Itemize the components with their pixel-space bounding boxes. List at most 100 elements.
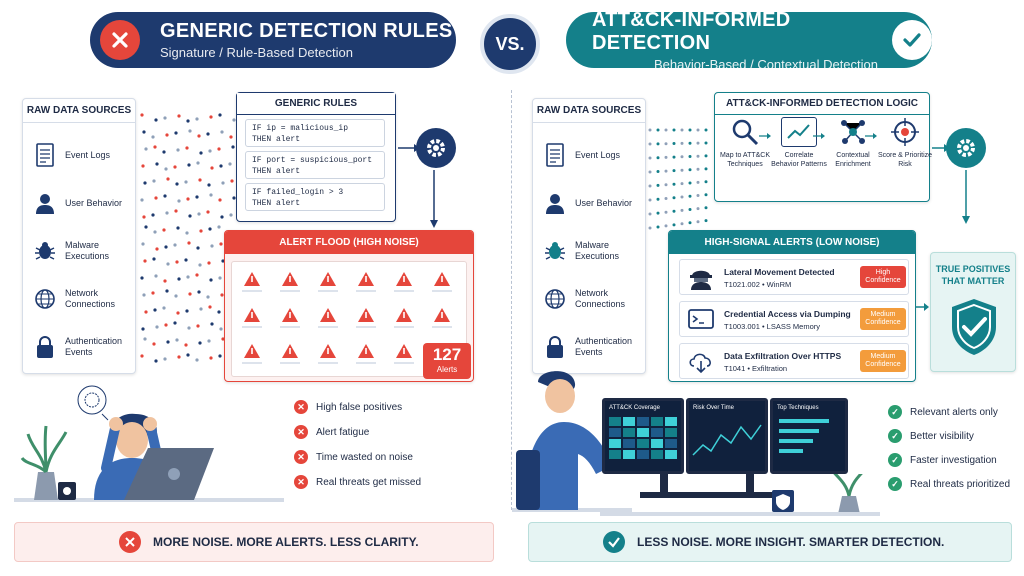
flow-dot xyxy=(664,169,668,173)
noise-dot xyxy=(151,291,155,295)
right-sources-title: RAW DATA SOURCES xyxy=(533,99,645,123)
heatmap-cell xyxy=(609,450,621,459)
noise-dot xyxy=(186,353,190,357)
noise-dot xyxy=(144,147,148,151)
noise-dot xyxy=(154,359,158,363)
noise-dot xyxy=(166,340,170,344)
flow-dot xyxy=(648,142,652,146)
noise-dot xyxy=(220,215,224,219)
left-subtitle: Signature / Rule-Based Detection xyxy=(160,45,353,60)
noise-dot xyxy=(154,274,158,278)
noise-dot xyxy=(186,119,190,123)
noise-dot xyxy=(177,114,181,118)
heatmap-cell xyxy=(665,417,677,426)
flow-dot xyxy=(696,180,700,184)
noise-dot xyxy=(210,166,214,170)
alert-row-credential[interactable]: Credential Access via Dumping T1003.001 … xyxy=(679,301,909,337)
noise-dot xyxy=(232,118,236,122)
shield-check-icon xyxy=(949,297,999,362)
noise-dot xyxy=(166,262,170,266)
noise-dot xyxy=(174,209,178,213)
noise-dot xyxy=(196,324,200,328)
noise-dot xyxy=(220,130,224,134)
cloud-download-icon xyxy=(688,350,714,379)
trend-chart-icon xyxy=(781,117,817,147)
x-icon: ✕ xyxy=(294,425,308,439)
magnifier-icon xyxy=(727,117,763,147)
noise-dot xyxy=(229,135,233,139)
noise-dot xyxy=(206,295,210,299)
alert-row-exfiltration[interactable]: Data Exfiltration Over HTTPS T1041 • Exf… xyxy=(679,343,909,379)
left-sources-title: RAW DATA SOURCES xyxy=(23,99,135,123)
heatmap-cell xyxy=(637,439,649,448)
noise-dot xyxy=(206,132,210,136)
target-icon xyxy=(887,117,923,147)
noise-dot xyxy=(198,341,202,345)
user-icon xyxy=(541,192,569,214)
flow-dot xyxy=(704,206,708,210)
flow-dot xyxy=(688,221,692,225)
noise-dot xyxy=(163,357,167,361)
flow-dot xyxy=(648,128,652,132)
noise-dot xyxy=(152,342,156,346)
left-footer-banner: MORE NOISE. MORE ALERTS. LESS CLARITY. xyxy=(14,522,494,562)
check-icon: ✓ xyxy=(888,405,902,419)
x-icon: ✕ xyxy=(294,400,308,414)
flow-dot xyxy=(672,155,676,159)
vs-label: VS. xyxy=(495,33,525,54)
flow-dot xyxy=(688,155,692,158)
bug-icon xyxy=(31,240,59,262)
step-map: Map to ATT&CK Techniques xyxy=(717,117,773,169)
flow-dot xyxy=(664,155,668,159)
left-sources-card: RAW DATA SOURCES Event Logs User Behavio… xyxy=(22,98,136,374)
noise-dot xyxy=(177,277,181,281)
heatmap-cell xyxy=(651,417,663,426)
noise-dot xyxy=(140,276,144,280)
noise-dot xyxy=(218,113,222,117)
noise-dot xyxy=(176,148,180,152)
left-noise-dots xyxy=(140,113,236,363)
noise-dot xyxy=(209,356,213,360)
alert-row-lateral[interactable]: Lateral Movement Detected T1021.002 • Wi… xyxy=(679,259,909,295)
noise-dot xyxy=(184,180,188,184)
flow-dot xyxy=(664,210,668,214)
noise-dot xyxy=(185,146,189,150)
flow-dot xyxy=(672,223,676,227)
flow-dot xyxy=(696,220,700,224)
noise-dot xyxy=(217,147,221,151)
noise-dot xyxy=(165,211,169,215)
flow-dot xyxy=(664,197,668,200)
noise-dot xyxy=(175,182,179,186)
noise-dot xyxy=(199,307,203,311)
plant-icon xyxy=(833,474,863,514)
right-footer-banner: LESS NOISE. MORE INSIGHT. SMARTER DETECT… xyxy=(528,522,1012,562)
x-icon: ✕ xyxy=(294,450,308,464)
noise-dot xyxy=(152,179,156,183)
noise-dot xyxy=(187,163,191,167)
noise-dot xyxy=(140,198,144,202)
noise-dot xyxy=(207,339,211,343)
center-divider xyxy=(511,90,512,510)
noise-dot xyxy=(165,289,169,293)
noise-dot xyxy=(142,130,146,134)
right-flow-dots xyxy=(648,128,708,230)
noise-dot xyxy=(231,145,235,149)
noise-dot xyxy=(195,117,199,121)
check-circle-icon xyxy=(603,531,625,553)
noise-dot xyxy=(218,354,222,358)
heatmap-cell xyxy=(651,428,663,437)
noise-dot xyxy=(195,195,199,199)
check-icon: ✓ xyxy=(888,429,902,443)
hacker-icon xyxy=(688,266,714,295)
right-source-network: Network Connections xyxy=(533,277,645,321)
flow-dot xyxy=(696,207,700,211)
flow-dot xyxy=(656,170,660,174)
noise-dot xyxy=(185,309,189,313)
flow-dot xyxy=(680,155,684,159)
noise-dot xyxy=(195,358,199,362)
alert-flood-title: ALERT FLOOD (HIGH NOISE) xyxy=(225,231,473,254)
flow-dot xyxy=(680,222,684,226)
